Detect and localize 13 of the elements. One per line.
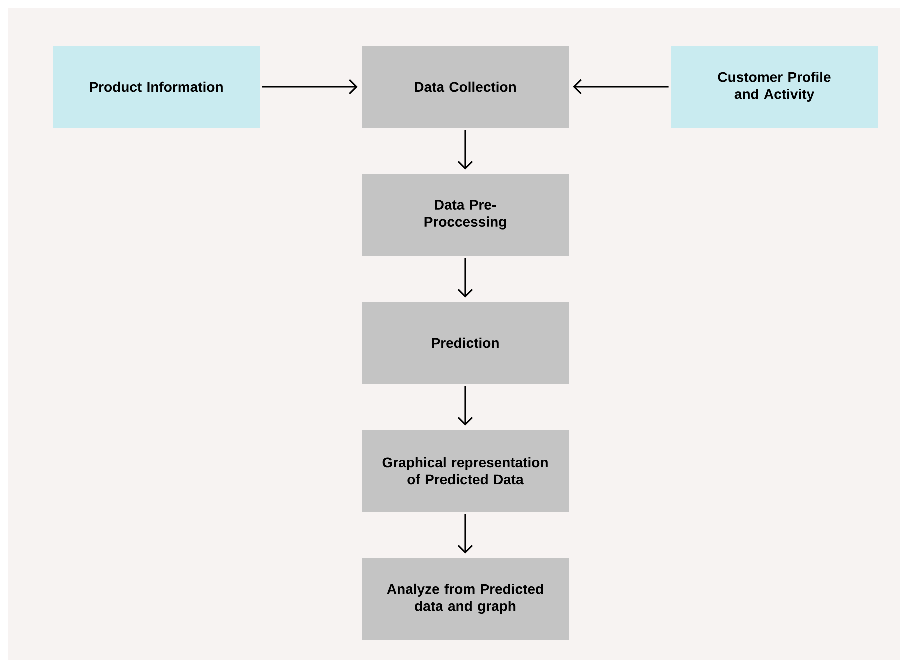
arrow [458, 130, 474, 170]
process-box: Data Collection [362, 46, 569, 128]
input-box: Product Information [53, 46, 260, 128]
process-box: Graphical representation of Predicted Data [362, 430, 569, 512]
process-box: Prediction [362, 302, 569, 384]
arrow [262, 79, 358, 95]
arrow [458, 258, 474, 298]
arrow [573, 79, 669, 95]
arrow [458, 386, 474, 426]
arrow [458, 514, 474, 554]
process-box: Data Pre-Proccessing [362, 174, 569, 256]
process-box: Analyze from Predicted data and graph [362, 558, 569, 640]
input-box: Customer Profile and Activity [671, 46, 878, 128]
